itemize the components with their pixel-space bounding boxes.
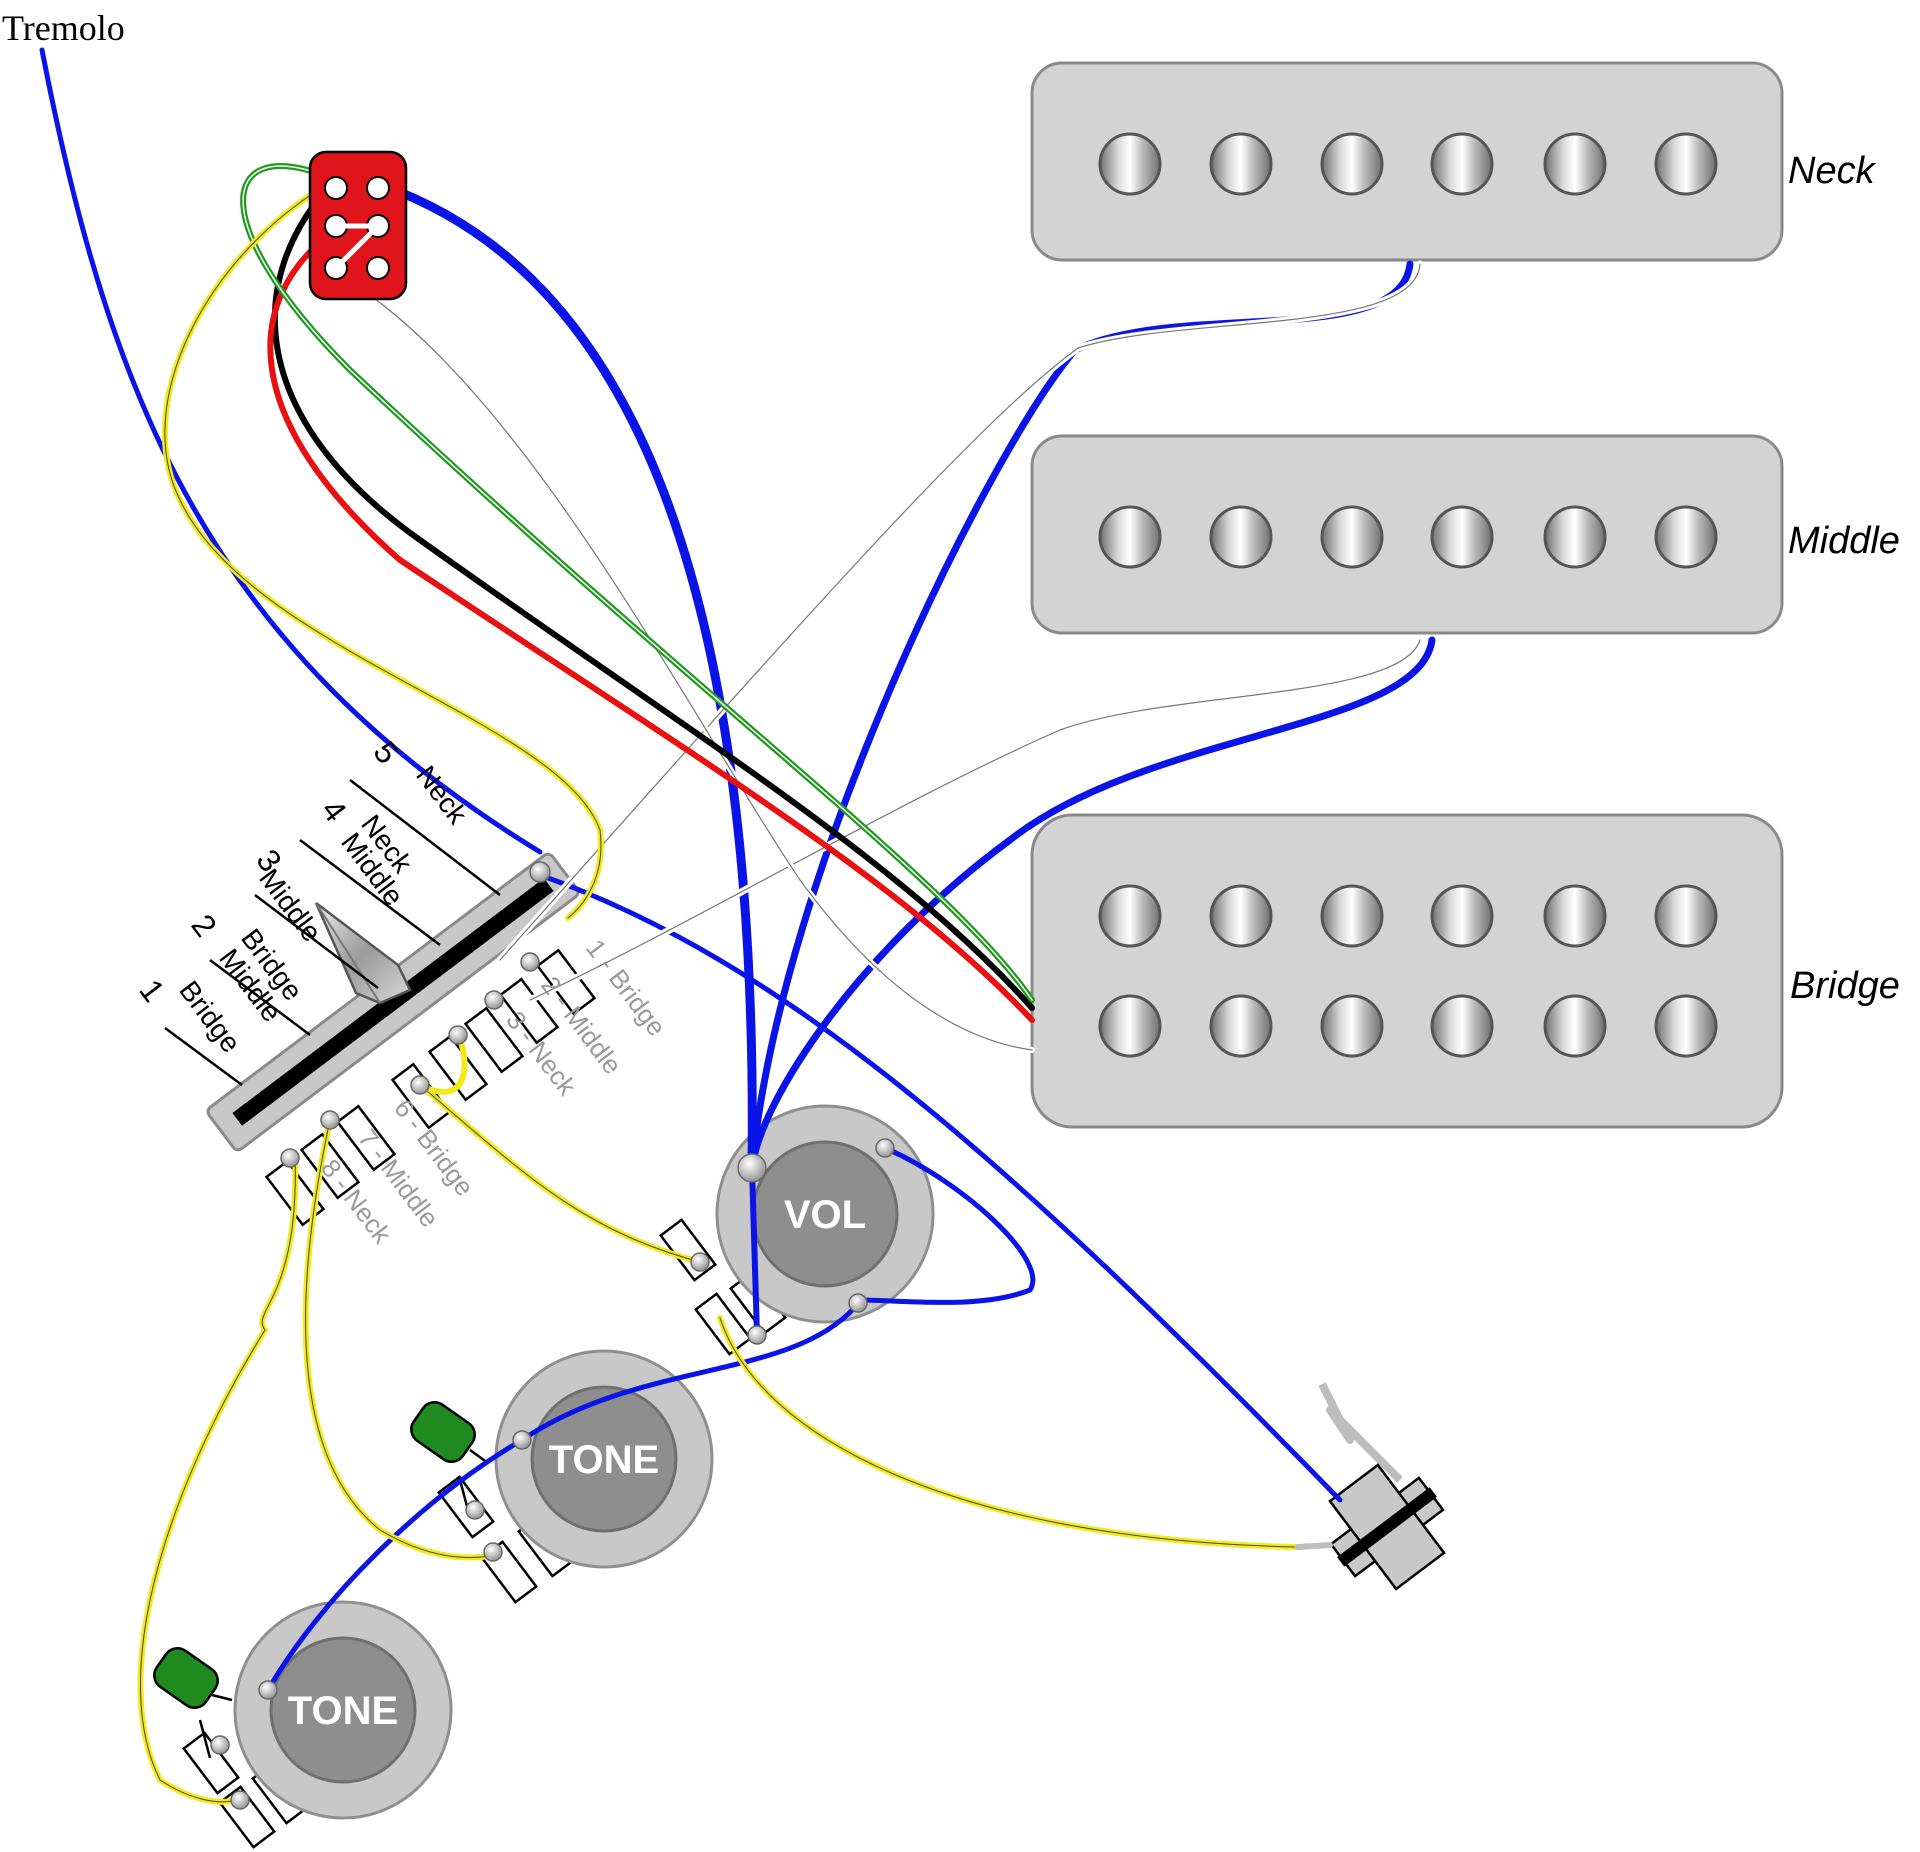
switch-lever [314,902,412,1005]
pole-pieces [1098,884,1718,1058]
output-jack [1318,1382,1446,1591]
red-wire [267,227,1035,1023]
middle-pickup [1030,434,1784,635]
black-wire [272,177,1035,1011]
tone2-label: TONE [288,1689,398,1733]
tone1-label: TONE [549,1438,659,1482]
tremolo-ground-wire [39,47,543,855]
switch-pos4-number: 4 [314,793,353,829]
pole-pieces [1098,132,1718,196]
middle-pickup-label: Middle [1788,520,1900,562]
yellow-switch-jumper [417,1032,468,1095]
neck-pickup-label: Neck [1788,150,1877,192]
connector-blue-wire [373,179,757,1173]
vol-label: VOL [784,1193,866,1237]
tone-pot-2: TONE [182,1600,453,1849]
bridge-pickup-label: Bridge [1790,965,1900,1007]
neck-pickup [1030,61,1784,262]
pickup-connector [308,150,408,301]
switch-to-jack-wire [537,872,1343,1503]
tremolo-label: Tremolo [2,8,125,48]
volume-pot: VOL [659,1104,935,1356]
solder-points [210,861,895,1810]
vol-to-pot-wire [749,1165,760,1338]
wires [39,47,1436,1805]
vol-ground-loop [857,1145,1036,1305]
switch-pos5-label: Neck [410,760,474,830]
five-way-switch [206,852,597,1227]
middle-blue-wire [748,636,1436,1172]
tone-capacitor-2 [153,1647,233,1759]
switch-pos1-number: 1 [132,973,171,1009]
bridge-humbucker [1030,813,1784,1129]
tone-pot-1: TONE [437,1349,714,1604]
tone-capacitor-1 [410,1401,489,1511]
pole-pieces [1098,505,1718,569]
switch-pos2-number: 2 [184,908,223,944]
